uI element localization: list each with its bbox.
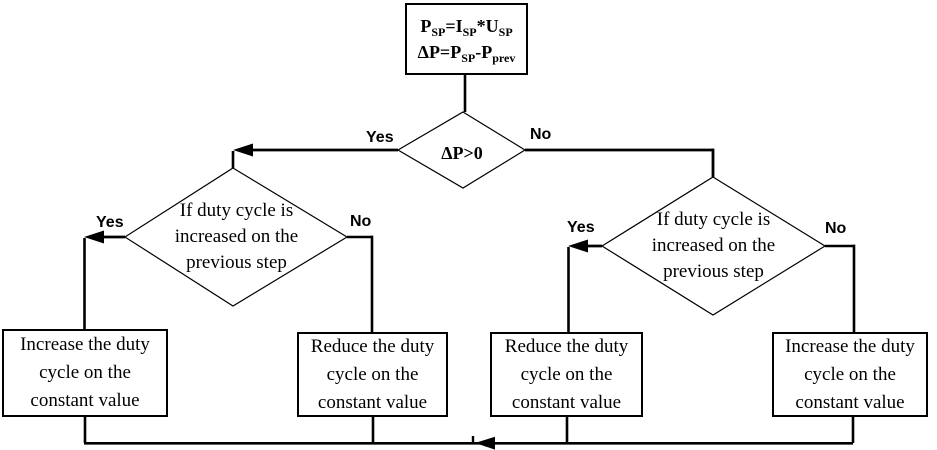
formula-delta-power: ΔP=PSP-Pprev [417,42,516,65]
left-no-label: No [350,213,372,230]
decision-right-diamond [600,176,827,316]
decision-left-diamond [123,167,349,307]
right-no-label: No [825,220,847,237]
formula-power: PSP=ISP*USP [420,16,513,39]
root-yes-label: Yes [366,129,394,146]
decision-root-diamond [396,111,527,189]
decision-left-label: If duty cycle is increased on the previo… [174,200,299,273]
root-no-label: No [530,126,552,143]
arrowhead-root-yes [233,143,253,157]
action-box-increase-right: Increase the duty cycle on the constant … [772,332,928,417]
arrowhead-loop-return [475,436,495,450]
arrowhead-right-yes [568,239,588,253]
arrowhead-left-yes [84,230,104,244]
action-box-reduce-right: Reduce the duty cycle on the constant va… [490,332,643,417]
right-yes-label: Yes [567,219,595,236]
left-yes-label: Yes [96,214,124,231]
decision-root-label: ΔP>0 [441,143,483,163]
action-box-reduce-left: Reduce the duty cycle on the constant va… [297,332,448,417]
action-box-increase-left: Increase the duty cycle on the constant … [2,329,168,417]
decision-right-label: If duty cycle is increased on the previo… [651,209,776,282]
start-box: PSP=ISP*USP ΔP=PSP-Pprev [405,3,528,75]
